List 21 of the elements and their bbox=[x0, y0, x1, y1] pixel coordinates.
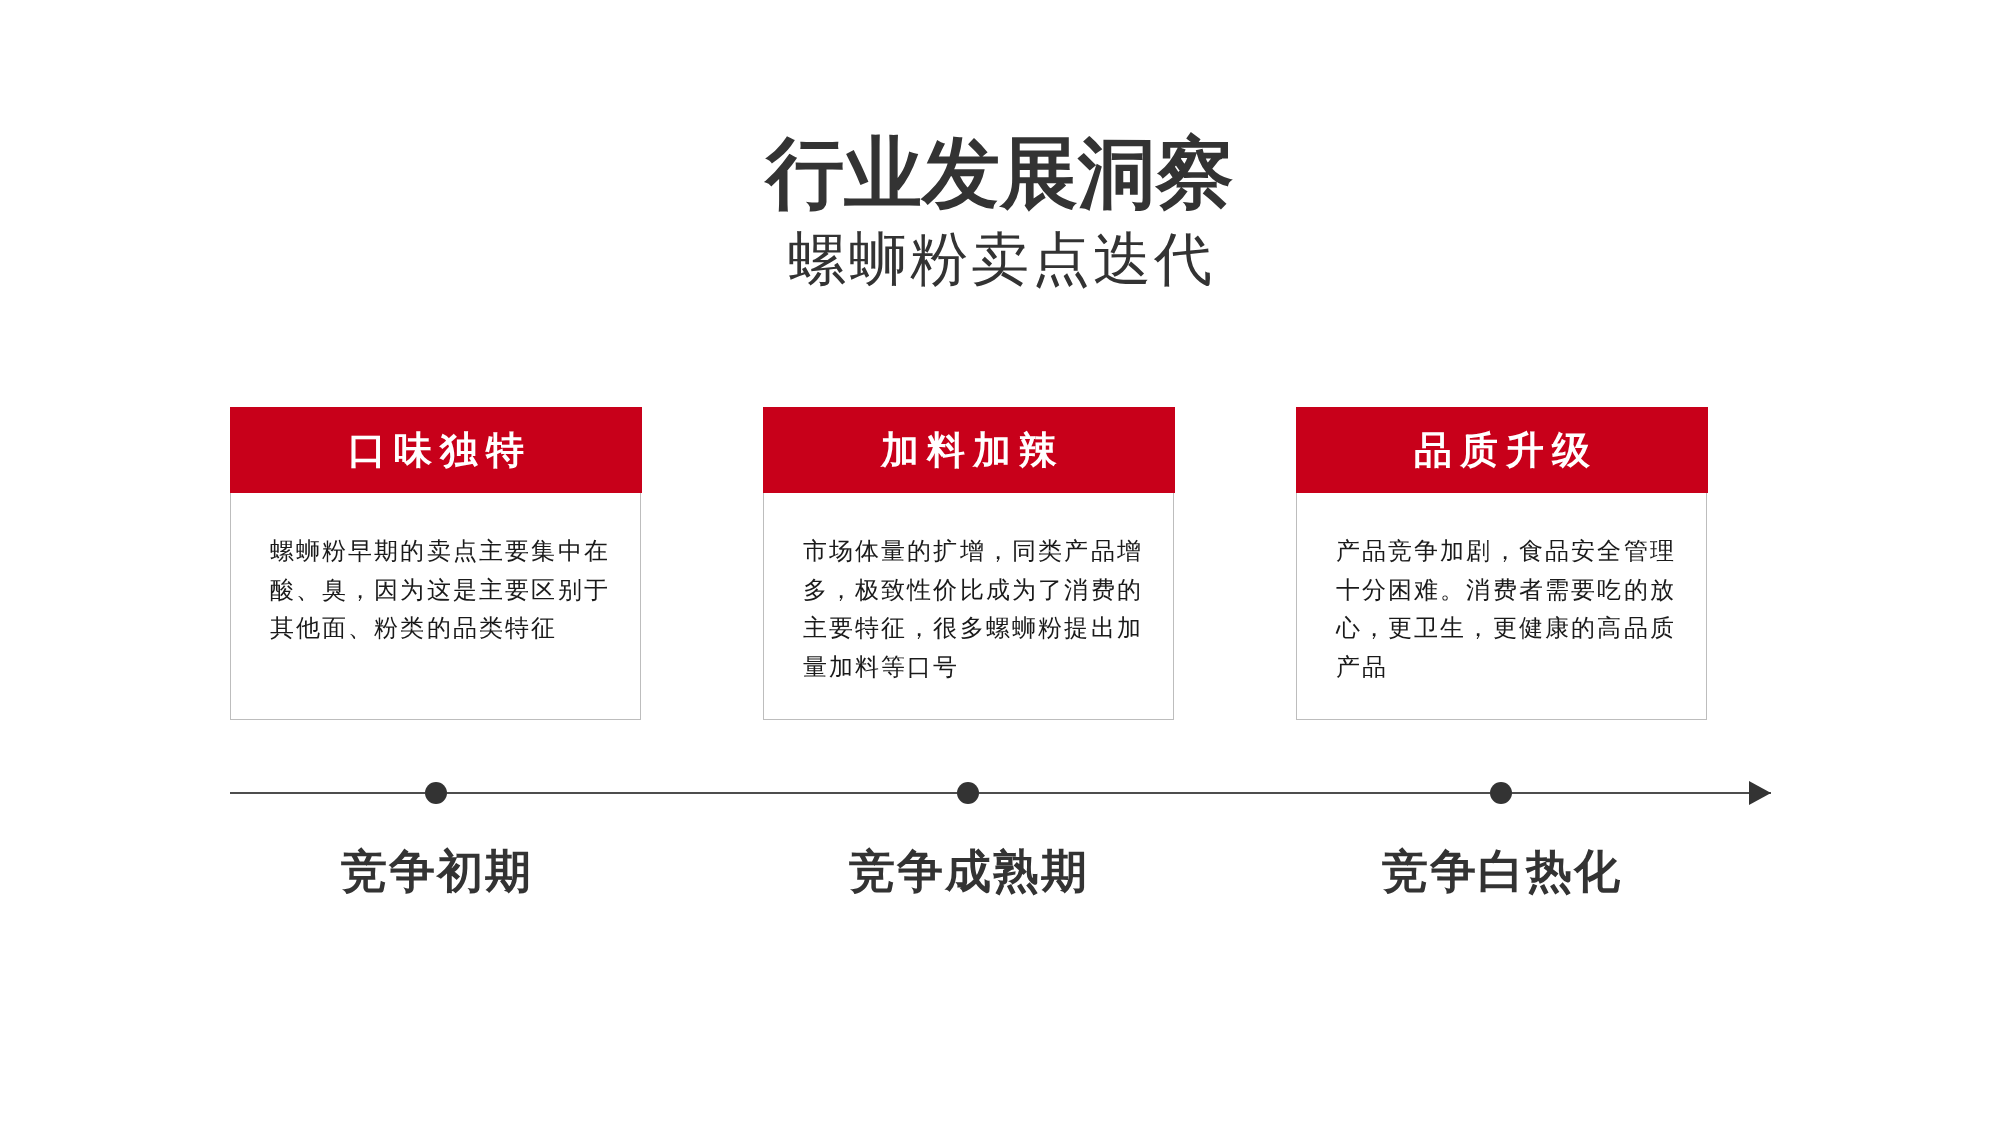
card-text: 产品竞争加剧，食品安全管理十分困难。消费者需要吃的放心，更卫生，更健康的高品质产品 bbox=[1335, 536, 1678, 683]
stage-label: 竞争初期 bbox=[340, 847, 533, 895]
stage-label: 竞争成熟期 bbox=[848, 847, 1089, 895]
card-header: 口味独特 bbox=[229, 406, 642, 493]
subtitle: 螺蛳粉卖点迭代 bbox=[787, 230, 1215, 288]
timeline-line bbox=[978, 792, 1491, 794]
timeline-dot bbox=[425, 782, 447, 804]
card bbox=[230, 407, 641, 720]
card-text: 市场体量的扩增，同类产品增多，极致性价比成为了消费的主要特征，很多螺蛳粉提出加量加料等口号 bbox=[802, 536, 1145, 683]
card bbox=[763, 407, 1174, 720]
card-header: 品质升级 bbox=[1295, 406, 1708, 493]
stage-label: 竞争白热化 bbox=[1381, 847, 1622, 895]
timeline-arrow bbox=[1511, 781, 1772, 805]
title: 行业发展洞察 bbox=[766, 133, 1234, 213]
timeline-line bbox=[446, 792, 958, 794]
card bbox=[1296, 407, 1707, 720]
timeline-line bbox=[229, 792, 426, 794]
card-header: 加料加辣 bbox=[762, 406, 1175, 493]
timeline-dot bbox=[957, 782, 979, 804]
card-text: 螺蛳粉早期的卖点主要集中在酸、臭，因为这是主要区别于其他面、粉类的品类特征 bbox=[269, 536, 612, 645]
timeline-dot bbox=[1490, 782, 1512, 804]
